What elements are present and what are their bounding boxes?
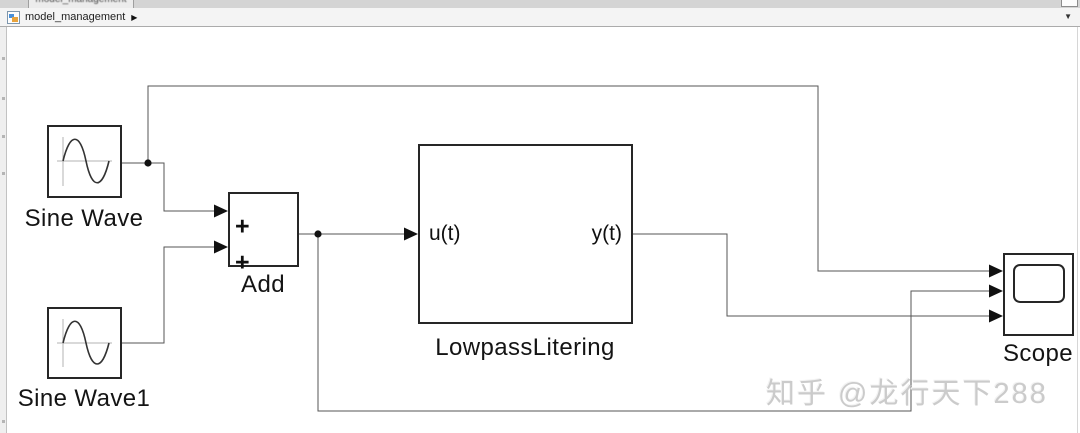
input-port-arrow [989, 309, 1003, 323]
model-file-icon [7, 10, 20, 24]
palette-mark [2, 420, 5, 423]
add-plus-sign-1: + [235, 212, 250, 241]
watermark-text: 知乎 @龙行天下288 [766, 378, 1048, 410]
palette-mark [2, 135, 5, 138]
block-label-sine-wave1: Sine Wave1 [17, 385, 151, 412]
block-lowpass-subsystem[interactable]: u(t) y(t) [418, 144, 633, 324]
model-icon-blue-part [9, 13, 14, 18]
diagram-canvas[interactable]: Sine Wave Sine Wave1 + + Add u(t) y(t) L… [0, 27, 1080, 433]
tabstrip-end-box [1061, 0, 1078, 7]
branch-dot [144, 159, 152, 167]
palette-mark [2, 97, 5, 100]
sine-wave-icon [57, 319, 112, 367]
wires-layer [122, 85, 1003, 412]
signal-wire[interactable] [633, 233, 989, 317]
document-tab-strip: model_management [0, 0, 1080, 8]
signal-wire[interactable] [147, 85, 989, 272]
block-label-lowpass: LowpassLitering [435, 334, 615, 361]
input-port-arrow [214, 240, 228, 254]
model-tab[interactable]: model_management [28, 0, 134, 8]
breadcrumb-expand-icon[interactable]: ▶ [131, 12, 138, 22]
palette-mark [2, 172, 5, 175]
input-port-arrow [404, 227, 418, 241]
signal-wire[interactable] [148, 162, 214, 212]
block-scope[interactable] [1003, 253, 1074, 336]
input-port-arrow [214, 204, 228, 218]
block-label-sine-wave: Sine Wave [24, 205, 144, 232]
branch-dot [314, 230, 322, 238]
chevron-down-icon[interactable]: ▼ [1064, 12, 1072, 21]
subsystem-out-port-label: y(t) [591, 222, 622, 245]
breadcrumb-model-name[interactable]: model_management [25, 11, 126, 23]
add-plus-sign-2: + [235, 248, 250, 277]
scope-screen-icon [1013, 264, 1065, 303]
input-port-arrow [989, 264, 1003, 278]
sine-wave-icon [57, 137, 112, 186]
block-sine-wave1[interactable] [47, 307, 122, 379]
signal-wire[interactable] [317, 234, 989, 412]
left-palette-strip [0, 27, 7, 433]
subsystem-in-port-label: u(t) [429, 222, 461, 245]
model-tab-label: model_management [29, 0, 133, 5]
block-label-scope: Scope [1002, 340, 1074, 367]
canvas-right-border [1077, 27, 1078, 433]
model-icon-orange-part [12, 16, 18, 22]
input-port-arrow [989, 284, 1003, 298]
breadcrumb: model_management ▶ ▼ [0, 8, 1080, 27]
palette-mark [2, 57, 5, 60]
block-add[interactable]: + + [228, 192, 299, 275]
block-label-add: Add [241, 271, 285, 298]
block-sine-wave[interactable] [47, 125, 122, 198]
signal-wire[interactable] [122, 246, 214, 344]
